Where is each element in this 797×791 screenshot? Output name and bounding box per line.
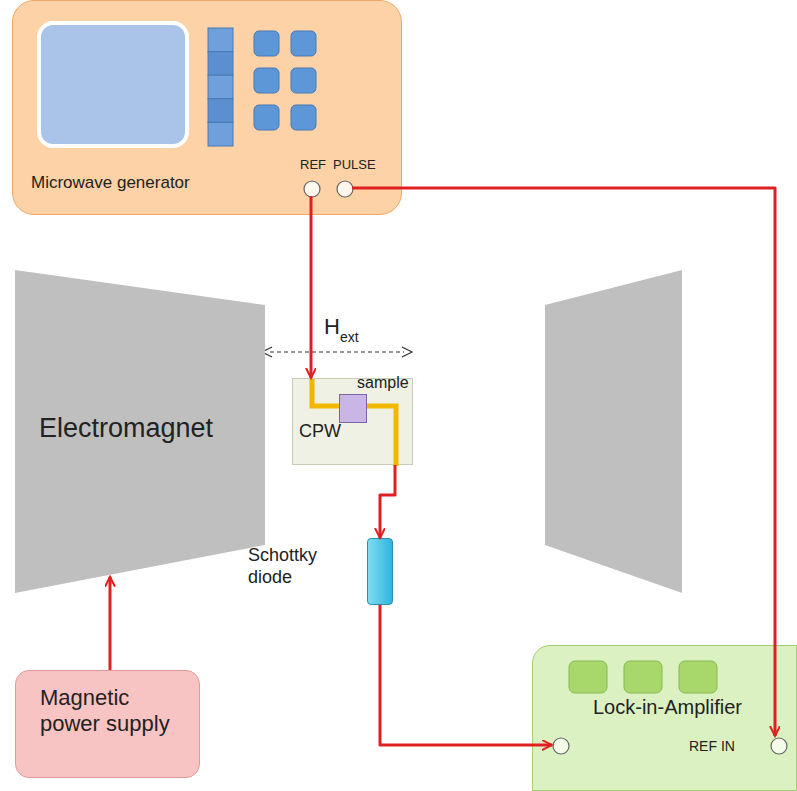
signal-label: REF [300, 157, 326, 172]
signal-wire [380, 605, 552, 745]
node-label: sample [357, 373, 415, 392]
slider [208, 28, 233, 52]
button [569, 661, 607, 693]
port [304, 181, 320, 197]
button [679, 661, 717, 693]
port [553, 738, 569, 754]
signal-label: PULSE [333, 157, 376, 172]
generator-box: Microwave generator [12, 0, 402, 215]
power-supply-box: Magnetic power supply [15, 670, 200, 778]
signal-wire [310, 196, 313, 378]
slider [208, 52, 233, 76]
button [254, 31, 279, 56]
signal-label: H [324, 314, 340, 340]
electromagnet-pole [15, 270, 265, 593]
slider [208, 99, 233, 123]
node-label: Magnetic power supply [40, 685, 190, 738]
button [624, 661, 662, 693]
button [291, 31, 316, 56]
port [337, 181, 353, 197]
field-arrow [270, 351, 404, 352]
signal-wire [352, 188, 775, 736]
port [771, 738, 787, 754]
node-label: Schottky diode [248, 545, 348, 588]
illustration [533, 646, 797, 791]
button [291, 68, 316, 93]
slider [208, 75, 233, 99]
field-arrow-head [262, 347, 412, 357]
signal-label: REF IN [689, 738, 735, 754]
slider [208, 122, 233, 146]
button [291, 105, 316, 130]
signal-wire [380, 465, 395, 538]
sample-box: sample [339, 394, 367, 423]
signal-wire [109, 577, 112, 670]
electromagnet-pole [545, 270, 682, 593]
diode-box: Schottky diode [367, 538, 393, 605]
electromagnet-pole: Electromagnet [15, 270, 265, 593]
button [254, 105, 279, 130]
screen [39, 23, 187, 146]
amplifier-box: Lock-in-Amplifier [532, 645, 797, 791]
node-label: Microwave generator [31, 173, 311, 193]
node-label: Electromagnet [39, 412, 259, 444]
node-label: CPW [299, 421, 359, 443]
button [254, 68, 279, 93]
signal-label: ext [340, 329, 359, 345]
waveguide-box: CPWsample [292, 378, 413, 465]
node-label: Lock-in-Amplifier [593, 695, 793, 719]
